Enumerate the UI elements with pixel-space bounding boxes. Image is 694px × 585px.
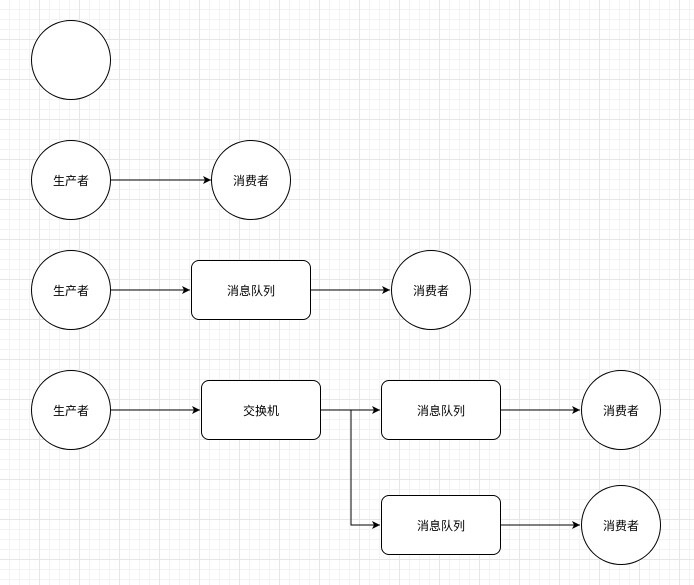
node-producer-3[interactable]: 生产者	[31, 370, 111, 450]
node-consumer-2[interactable]: 消费者	[391, 250, 471, 330]
node-consumer-3a[interactable]: 消费者	[581, 370, 661, 450]
node-label: 交换机	[242, 403, 279, 418]
node-exchange-3[interactable]: 交换机	[201, 380, 321, 440]
node-queue-3a[interactable]: 消息队列	[381, 380, 501, 440]
node-queue-3b[interactable]: 消息队列	[381, 495, 501, 555]
node-label: 消息队列	[416, 518, 465, 533]
node-producer-1[interactable]: 生产者	[31, 140, 111, 220]
node-label: 消费者	[232, 173, 269, 188]
node-consumer-1[interactable]: 消费者	[211, 140, 291, 220]
node-label: 消费者	[602, 403, 639, 418]
node-empty-circle[interactable]	[31, 20, 111, 100]
node-label: 消息队列	[226, 283, 275, 298]
node-consumer-3b[interactable]: 消费者	[581, 485, 661, 565]
node-label: 生产者	[52, 283, 89, 298]
node-label: 消费者	[602, 518, 639, 533]
node-producer-2[interactable]: 生产者	[31, 250, 111, 330]
node-label: 生产者	[52, 173, 89, 188]
node-label: 生产者	[52, 403, 89, 418]
node-label: 消息队列	[416, 403, 465, 418]
node-label: 消费者	[412, 283, 449, 298]
edge-ex3-q3b[interactable]	[321, 409, 380, 529]
node-queue-2[interactable]: 消息队列	[191, 260, 311, 320]
